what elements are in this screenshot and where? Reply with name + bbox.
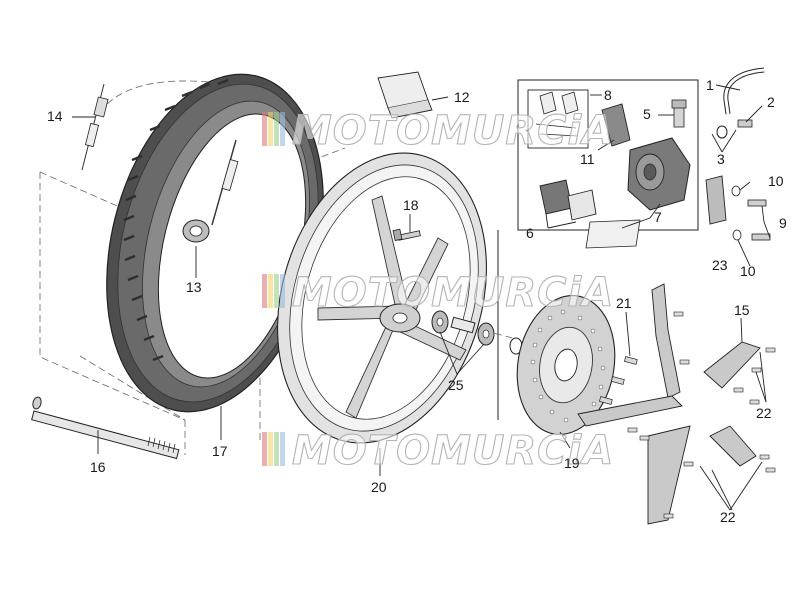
brake-hose-1 bbox=[723, 67, 765, 115]
callout-15: 15 bbox=[734, 302, 750, 318]
disc-bolts bbox=[598, 356, 638, 405]
bolt-18 bbox=[392, 228, 421, 241]
callout-2: 2 bbox=[767, 94, 775, 110]
callout-labels: 1 2 3 5 6 7 8 9 10 10 11 12 13 14 15 16 … bbox=[47, 77, 787, 525]
wheel-axle bbox=[31, 396, 180, 460]
wheel-rim bbox=[277, 152, 487, 444]
banjo-bolt-2 bbox=[716, 119, 753, 139]
callout-23: 23 bbox=[712, 257, 728, 273]
brake-caliper bbox=[627, 137, 691, 211]
callout-3: 3 bbox=[717, 151, 725, 167]
callout-10-bottom: 10 bbox=[740, 263, 756, 279]
callout-10-top: 10 bbox=[768, 173, 784, 189]
callout-16: 16 bbox=[90, 459, 106, 475]
bleed-valve-5 bbox=[671, 99, 687, 128]
callout-6: 6 bbox=[526, 225, 534, 241]
callout-13: 13 bbox=[186, 279, 202, 295]
pad-spring-8 bbox=[535, 91, 579, 137]
leader-lines bbox=[72, 84, 771, 511]
callout-21: 21 bbox=[616, 295, 632, 311]
wheel-bearing-set bbox=[431, 310, 523, 355]
callout-8: 8 bbox=[604, 87, 612, 103]
pad-spring-box bbox=[527, 89, 589, 149]
tire bbox=[106, 73, 324, 413]
mudguard-parts bbox=[577, 283, 761, 525]
speedometer-drive bbox=[182, 219, 210, 243]
callout-11: 11 bbox=[580, 151, 595, 167]
watermark-text-top: MOTOMURCiA bbox=[292, 108, 614, 154]
callout-1: 1 bbox=[706, 77, 714, 93]
brake-pads-6 bbox=[539, 179, 597, 221]
callout-9: 9 bbox=[779, 215, 787, 231]
watermark-middle: MOTOMURCiA bbox=[262, 269, 614, 317]
callout-12: 12 bbox=[454, 89, 470, 105]
callout-25: 25 bbox=[448, 377, 464, 393]
brake-pad-11 bbox=[601, 103, 631, 147]
callout-22-bottom: 22 bbox=[720, 509, 736, 525]
watermark-text-bottom: MOTOMURCiA bbox=[292, 428, 614, 474]
watermark-text-middle: MOTOMURCiA bbox=[292, 270, 614, 316]
pad-retainer-7 bbox=[585, 219, 641, 249]
speedometer-cable bbox=[81, 83, 239, 226]
callout-20: 20 bbox=[371, 479, 387, 495]
part-12-packet bbox=[377, 71, 433, 119]
callout-14: 14 bbox=[47, 108, 63, 124]
watermark-top: MOTOMURCiA bbox=[262, 107, 614, 155]
brake-disc bbox=[516, 295, 616, 435]
washers-10 bbox=[731, 185, 742, 241]
mudguard-screws bbox=[627, 311, 776, 519]
tire-tread-marks bbox=[123, 78, 229, 362]
callout-22-right: 22 bbox=[756, 405, 772, 421]
callout-7: 7 bbox=[654, 209, 662, 225]
caliper-bracket-23 bbox=[705, 175, 727, 225]
callout-19: 19 bbox=[564, 455, 580, 471]
caliper-bolts-9 bbox=[747, 199, 771, 241]
callout-18: 18 bbox=[403, 197, 419, 213]
watermark-bottom: MOTOMURCiA bbox=[262, 427, 614, 475]
callout-17: 17 bbox=[212, 443, 228, 459]
callout-5: 5 bbox=[643, 106, 651, 122]
